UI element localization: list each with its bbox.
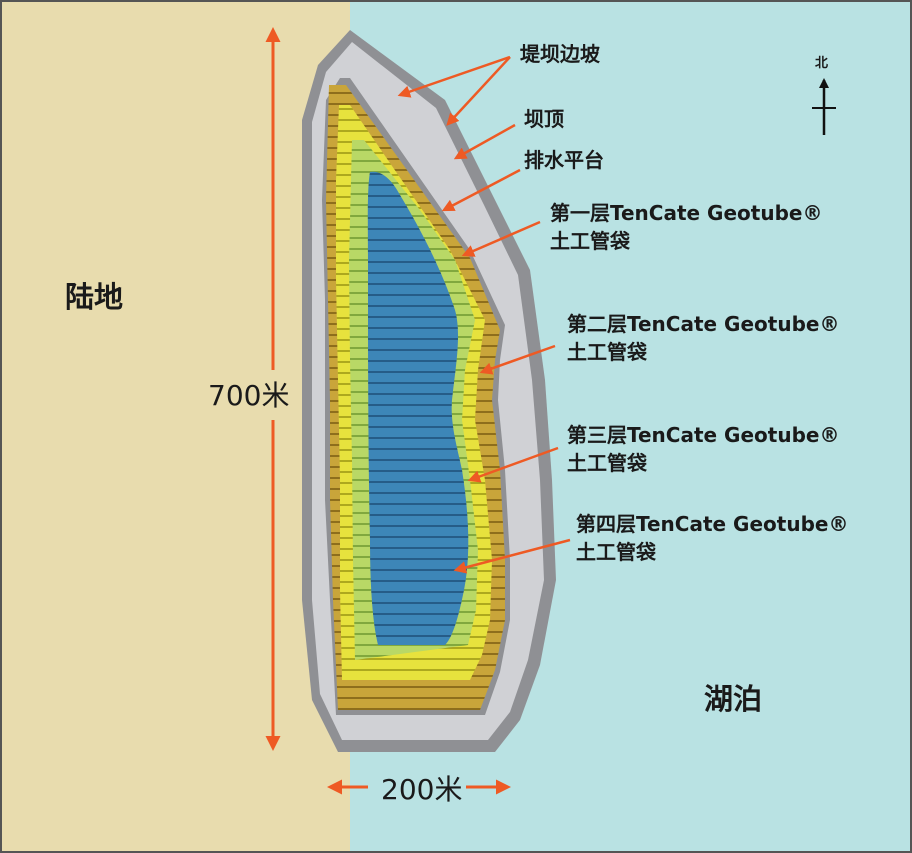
layer3-label-line2: 土工管袋 — [567, 451, 647, 475]
crest-label: 坝顶 — [524, 107, 564, 131]
layer4-label: 第四层TenCate Geotube® 土工管袋 — [576, 510, 848, 566]
layer1-arrow — [461, 220, 541, 257]
slope-arrow-2 — [446, 56, 511, 126]
crest-arrow — [453, 123, 516, 160]
land-area — [0, 0, 350, 853]
layer2-label-line1: 第二层TenCate Geotube® — [567, 312, 840, 336]
layer3-label: 第三层TenCate Geotube® 土工管袋 — [567, 421, 839, 477]
north-label: 北 — [815, 56, 829, 71]
layer2-label-line2: 土工管袋 — [567, 340, 647, 364]
layer2-arrow — [479, 344, 556, 375]
length-dimension-label: 700米 — [208, 379, 290, 412]
width-dimension-label: 200米 — [381, 773, 463, 806]
lake-label: 湖泊 — [704, 682, 763, 716]
layer2-label: 第二层TenCate Geotube® 土工管袋 — [567, 310, 839, 366]
layer1-label: 第一层TenCate Geotube® 土工管袋 — [550, 199, 822, 255]
slope-arrow-1 — [397, 55, 511, 98]
drainage-label: 排水平台 — [524, 148, 604, 172]
drainage-arrow — [441, 168, 521, 212]
land-label: 陆地 — [65, 280, 124, 314]
layer1-label-line1: 第一层TenCate Geotube® — [550, 201, 823, 225]
layer3-label-line1: 第三层TenCate Geotube® — [567, 423, 840, 447]
slope-label: 堤坝边坡 — [520, 42, 600, 66]
layer4-label-line1: 第四层TenCate Geotube® — [576, 512, 849, 536]
layer4-arrow — [453, 538, 571, 574]
layer1-label-line2: 土工管袋 — [550, 229, 630, 253]
layer3-arrow — [467, 446, 559, 483]
layer4-label-line2: 土工管袋 — [576, 540, 656, 564]
